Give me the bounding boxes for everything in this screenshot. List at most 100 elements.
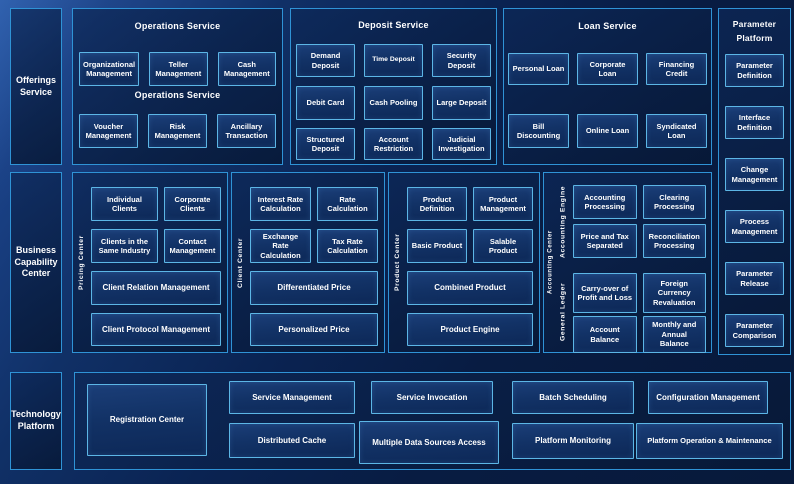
rail-business-capability-label: Business Capability Center	[14, 244, 58, 279]
deposit-row-1: Demand Deposit Time Deposit Security Dep…	[296, 44, 491, 77]
block-large-deposit: Large Deposit	[432, 86, 491, 120]
block-service-management: Service Management	[229, 381, 355, 414]
client-center-label: Client Center	[237, 237, 244, 288]
operations-row-2: Voucher Management Risk Management Ancil…	[79, 114, 276, 148]
block-reconciliation-processing: Reconciliation Processing	[642, 224, 706, 258]
product-center-panel: Product Center Product Definition Produc…	[388, 172, 540, 353]
block-ancillary-transaction: Ancillary Transaction	[217, 114, 276, 148]
accounting-center-panel: Accounting Center Accounting Engine Gene…	[543, 172, 712, 353]
block-teller-management: Teller Management	[149, 52, 208, 86]
block-combined-product: Combined Product	[407, 271, 533, 305]
general-ledger-label: General Ledger	[559, 282, 567, 342]
rail-offerings-service-label: Offerings Service	[15, 74, 56, 97]
block-time-deposit: Time Deposit	[364, 44, 423, 77]
parameter-platform-panel: Parameter Platform Parameter Definition …	[718, 8, 791, 355]
deposit-row-3: Structured Deposit Account Restriction J…	[296, 128, 491, 160]
block-accounting-processing: Accounting Processing	[573, 185, 637, 219]
block-account-restriction: Account Restriction	[364, 128, 423, 160]
block-corporate-loan: Corporate Loan	[577, 53, 638, 85]
block-parameter-comparison: Parameter Comparison	[725, 314, 784, 347]
block-product-management: Product Management	[473, 187, 533, 221]
block-interface-definition: Interface Definition	[725, 106, 784, 139]
deposit-service-panel: Deposit Service Demand Deposit Time Depo…	[290, 8, 497, 165]
block-exchange-rate-calculation: Exchange Rate Calculation	[250, 229, 311, 263]
product-row-2: Basic Product Salable Product	[407, 229, 533, 263]
client-center-panel: Client Center Interest Rate Calculation …	[231, 172, 385, 353]
technology-platform-panel: Registration Center Service Management D…	[74, 372, 791, 470]
block-differentiated-price: Differentiated Price	[250, 271, 378, 305]
block-corporate-clients: Corporate Clients	[163, 187, 221, 221]
accounting-engine-row-1: Accounting Processing Clearing Processin…	[573, 185, 706, 219]
block-salable-product: Salable Product	[473, 229, 533, 263]
loan-service-title: Loan Service	[578, 21, 637, 31]
block-risk-management: Risk Management	[148, 114, 207, 148]
accounting-center-label: Accounting Center	[547, 230, 554, 295]
product-row-1: Product Definition Product Management	[407, 187, 533, 221]
block-client-relation-management: Client Relation Management	[91, 271, 221, 305]
block-product-engine: Product Engine	[407, 313, 533, 346]
operations-row-1: Organizational Management Teller Managem…	[79, 52, 276, 86]
block-client-protocol-management: Client Protocol Management	[91, 313, 221, 346]
block-multiple-data-sources-access: Multiple Data Sources Access	[359, 421, 499, 464]
block-debit-card: Debit Card	[296, 86, 355, 120]
block-contact-management: Contact Management	[163, 229, 221, 263]
block-bill-discounting: Bill Discounting	[508, 114, 569, 148]
operations-service-subtitle: Operations Service	[134, 90, 221, 100]
block-service-invocation: Service Invocation	[371, 381, 493, 414]
block-platform-monitoring: Platform Monitoring	[512, 423, 634, 459]
block-product-definition: Product Definition	[407, 187, 467, 221]
block-judicial-investigation: Judicial Investigation	[432, 128, 491, 160]
accounting-engine-label: Accounting Engine	[559, 185, 567, 259]
rail-technology-platform-label: Technology Platform	[11, 409, 61, 431]
block-distributed-cache: Distributed Cache	[229, 423, 355, 458]
block-price-tax-separated: Price and Tax Separated	[573, 224, 637, 258]
block-platform-operation-maintenance: Platform Operation & Maintenance	[636, 423, 783, 459]
pricing-row-1: Individual Clients Corporate Clients	[91, 187, 221, 221]
block-parameter-release: Parameter Release	[725, 262, 784, 295]
block-registration-center: Registration Center	[87, 384, 207, 456]
client-row-1: Interest Rate Calculation Rate Calculati…	[250, 187, 378, 221]
block-organizational-management: Organizational Management	[79, 52, 140, 86]
block-interest-rate-calculation: Interest Rate Calculation	[250, 187, 311, 221]
loan-row-2: Bill Discounting Online Loan Syndicated …	[508, 114, 707, 148]
general-ledger-row-1: Carry-over of Profit and Loss Foreign Cu…	[573, 273, 706, 313]
deposit-row-2: Debit Card Cash Pooling Large Deposit	[296, 86, 491, 120]
block-configuration-management: Configuration Management	[648, 381, 768, 414]
client-row-2: Exchange Rate Calculation Tax Rate Calcu…	[250, 229, 378, 263]
block-batch-scheduling: Batch Scheduling	[512, 381, 634, 414]
block-foreign-currency-revaluation: Foreign Currency Revaluation	[642, 273, 706, 313]
operations-service-panel: Operations Service Organizational Manage…	[72, 8, 283, 165]
block-parameter-definition: Parameter Definition	[725, 54, 784, 87]
block-personal-loan: Personal Loan	[508, 53, 569, 85]
block-personalized-price: Personalized Price	[250, 313, 378, 346]
accounting-engine-row-2: Price and Tax Separated Reconciliation P…	[573, 224, 706, 258]
loan-service-panel: Loan Service Personal Loan Corporate Loa…	[503, 8, 712, 165]
block-change-management: Change Management	[725, 158, 784, 191]
block-financing-credit: Financing Credit	[646, 53, 707, 85]
general-ledger-row-2: Account Balance Monthly and Annual Balan…	[573, 316, 706, 353]
block-voucher-management: Voucher Management	[79, 114, 138, 148]
pricing-row-2: Clients in the Same Industry Contact Man…	[91, 229, 221, 263]
product-center-label: Product Center	[394, 233, 401, 292]
rail-business-capability-center: Business Capability Center	[10, 172, 62, 353]
pricing-center-label: Pricing Center	[78, 235, 85, 290]
block-clients-same-industry: Clients in the Same Industry	[91, 229, 158, 263]
block-process-management: Process Management	[725, 210, 784, 243]
block-tax-rate-calculation: Tax Rate Calculation	[317, 229, 378, 263]
deposit-service-title: Deposit Service	[358, 20, 429, 30]
block-monthly-annual-balance: Monthly and Annual Balance	[642, 316, 706, 353]
block-individual-clients: Individual Clients	[91, 187, 158, 221]
pricing-center-panel: Pricing Center Individual Clients Corpor…	[72, 172, 228, 353]
block-account-balance: Account Balance	[573, 316, 637, 353]
block-cash-management: Cash Management	[217, 52, 276, 86]
block-clearing-processing: Clearing Processing	[642, 185, 706, 219]
operations-service-title: Operations Service	[134, 21, 221, 31]
block-security-deposit: Security Deposit	[432, 44, 491, 77]
block-carry-over-profit-loss: Carry-over of Profit and Loss	[573, 273, 637, 313]
parameter-platform-title: Parameter Platform	[732, 19, 777, 43]
block-basic-product: Basic Product	[407, 229, 467, 263]
block-demand-deposit: Demand Deposit	[296, 44, 355, 77]
rail-offerings-service: Offerings Service	[10, 8, 62, 165]
loan-row-1: Personal Loan Corporate Loan Financing C…	[508, 53, 707, 85]
